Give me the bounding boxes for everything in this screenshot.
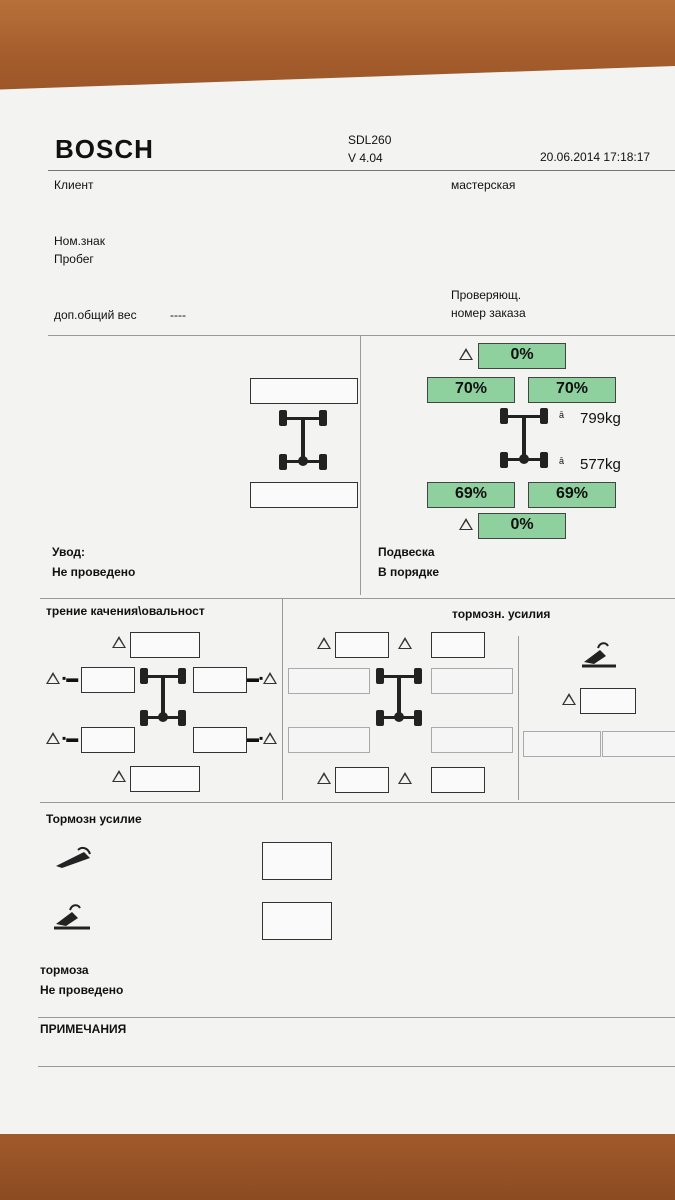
extra-weight-label: доп.общий вес [54,308,137,322]
wheel-icon: ▪▬ [62,731,79,745]
section-divider [48,335,675,336]
wheel-icon: ▪▬ [62,671,79,685]
axle-diagram-icon [500,408,548,468]
brake-front-right-box [431,668,513,694]
difference-icon [46,732,60,744]
brake-rear-left-box [288,727,370,753]
axle-diagram-icon [279,410,327,470]
extra-weight-value: ---- [170,308,186,322]
rolling-front-left-box [81,667,135,693]
difference-max-icon [398,637,412,649]
notes-divider [38,1066,675,1067]
hand-brake-icon [582,642,616,668]
brake-front-left-box [288,668,370,694]
difference-icon [459,518,473,530]
brake-forces-title: тормозн. усилия [452,607,551,621]
difference-icon [317,637,331,649]
hand-brake-force-box [262,902,332,940]
brake-rear-right-box [431,727,513,753]
header-divider [48,170,675,171]
suspension-status: В порядке [378,565,440,579]
front-diff-value: 0% [478,343,566,369]
difference-icon [263,672,277,684]
rolling-front-diff-box [130,632,200,658]
alignment-title: Увод: [52,545,86,559]
brake-rear-diff-box [335,767,389,793]
front-weight-value: 799kg [580,410,621,427]
rear-left-value: 69% [427,482,515,508]
plate-label: Ном.знак [54,234,105,248]
foot-pedal-icon [56,846,91,868]
difference-icon [317,772,331,784]
rear-right-value: 69% [528,482,616,508]
difference-icon [112,770,126,782]
pedal-force-box [262,842,332,880]
test-report-sheet [0,66,675,1134]
axle-diagram-icon [376,668,422,726]
weight-icon: ā [559,410,565,420]
notes-title: ПРИМЕЧАНИЯ [40,1022,127,1036]
section-divider-vertical [282,598,283,800]
alignment-status: Не проведено [52,565,136,579]
rear-diff-value: 0% [478,513,566,539]
wheel-icon: ▬▪ [247,671,264,685]
front-right-value: 70% [528,377,616,403]
section-divider [40,598,675,599]
difference-icon [112,636,126,648]
section-divider [38,1017,675,1018]
difference-icon [459,348,473,360]
rolling-rear-right-box [193,727,247,753]
software-version: V 4.04 [348,151,383,165]
inspector-label: Проверяющ. [451,288,522,302]
brakes-status: Не проведено [40,983,124,997]
parking-brake-diff-box [580,688,636,714]
parking-brake-left-box [523,731,601,757]
rolling-rear-diff-box [130,766,200,792]
brand-logo: BOSCH [55,134,154,164]
report-datetime: 20.06.2014 17:18:17 [540,150,651,164]
front-left-value: 70% [427,377,515,403]
rear-weight-value: 577kg [580,456,621,473]
client-label: Клиент [54,178,94,192]
workshop-label: мастерская [451,178,516,192]
section-divider-vertical [518,636,519,800]
suspension-title: Подвеска [378,545,435,559]
table-surface-bottom [0,1130,675,1200]
alignment-front-value-box [250,378,358,404]
brake-front-diff-box [335,632,389,658]
axle-diagram-icon [140,668,186,726]
rolling-ovality-title: трение качения\овальност [46,604,205,618]
device-model: SDL260 [348,133,392,147]
difference-icon [46,672,60,684]
hand-brake-icon [54,904,90,930]
section-divider [40,802,675,803]
alignment-rear-value-box [250,482,358,508]
pedal-force-title: Тормозн усилие [46,812,142,826]
rolling-front-right-box [193,667,247,693]
wheel-icon: ▬▪ [247,731,264,745]
difference-max-icon [398,772,412,784]
brakes-title: тормоза [40,963,89,977]
mileage-label: Пробег [54,252,94,266]
brake-front-diff-max-box [431,632,485,658]
difference-icon [263,732,277,744]
rolling-rear-left-box [81,727,135,753]
order-number-label: номер заказа [451,306,526,320]
parking-brake-right-box [602,731,675,757]
weight-icon: ā [559,456,565,466]
brake-rear-diff-max-box [431,767,485,793]
difference-icon [562,693,576,705]
section-divider-vertical [360,335,361,595]
